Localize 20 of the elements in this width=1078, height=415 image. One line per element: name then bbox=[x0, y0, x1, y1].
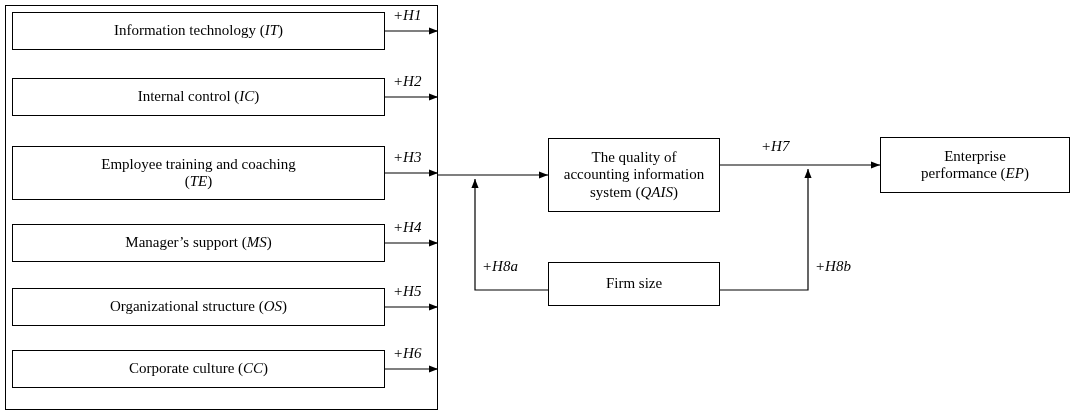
arrow bbox=[384, 169, 439, 177]
factor-box: Corporate culture (CC) bbox=[12, 350, 385, 388]
arrow bbox=[719, 161, 881, 169]
factor-box: Organizational structure (OS) bbox=[12, 288, 385, 326]
arrow bbox=[437, 171, 549, 179]
arrow bbox=[384, 27, 439, 35]
factor-box: Employee training and coaching (TE) bbox=[12, 146, 385, 200]
factor-box: Internal control (IC) bbox=[12, 78, 385, 116]
factor-box: The quality of accounting information system (QAIS) bbox=[548, 138, 720, 212]
arrow bbox=[384, 365, 439, 373]
factor-box: Information technology (IT) bbox=[12, 12, 385, 50]
arrow bbox=[384, 93, 439, 101]
arrow bbox=[384, 303, 439, 311]
group-frame bbox=[5, 5, 438, 410]
arrow bbox=[384, 239, 439, 247]
arrow bbox=[471, 178, 549, 291]
factor-box: Enterprise performance (EP) bbox=[880, 137, 1070, 193]
factor-box: Manager’s support (MS) bbox=[12, 224, 385, 262]
arrow bbox=[719, 168, 812, 291]
factor-box: Firm size bbox=[548, 262, 720, 306]
